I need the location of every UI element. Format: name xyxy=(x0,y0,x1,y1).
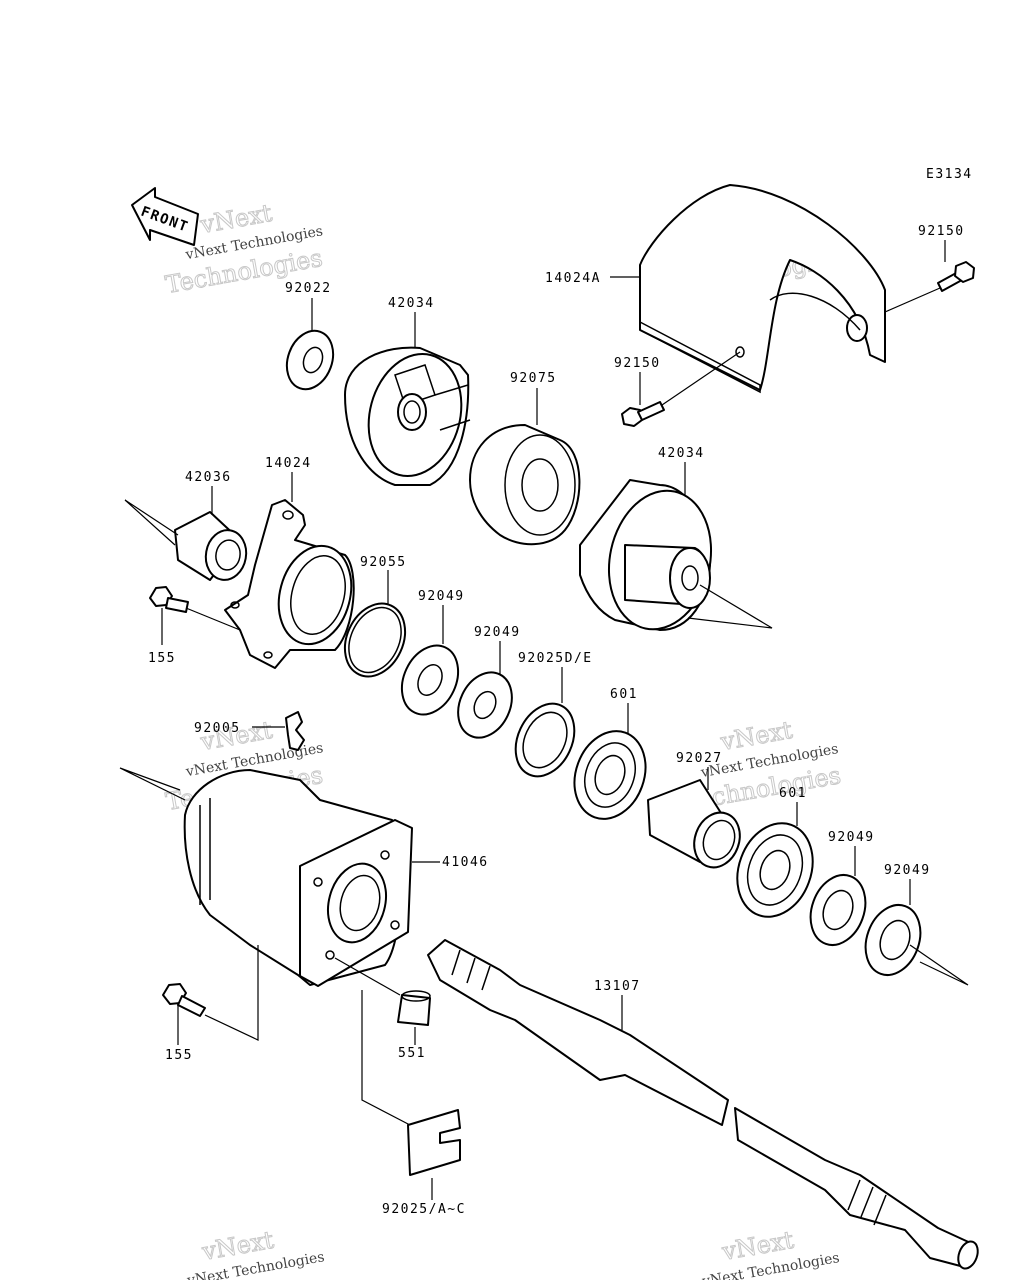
washer-d-part xyxy=(864,904,969,986)
label-dowel: 551 xyxy=(398,1046,426,1061)
bolt-top-right-part xyxy=(937,261,975,292)
label-washer-b: 92049 xyxy=(474,625,521,640)
label-oring: 92055 xyxy=(360,555,407,570)
watermark-bottom-left: vNext vNext Technologies xyxy=(185,1225,326,1280)
washer-a-part xyxy=(400,644,460,716)
dowel-part xyxy=(397,990,431,1026)
label-bolt-cover: 92150 xyxy=(614,356,661,371)
label-spacer: 92027 xyxy=(676,751,723,766)
label-seal: 92025D/E xyxy=(518,651,593,666)
shaft-part xyxy=(427,939,979,1270)
label-collar: 42036 xyxy=(185,470,232,485)
label-washer-top: 92022 xyxy=(285,281,332,296)
label-shim: 92025/A~C xyxy=(382,1202,466,1217)
label-fitting: 92005 xyxy=(194,721,241,736)
coupling-right-part xyxy=(579,479,773,631)
bearing-a-part xyxy=(573,730,647,820)
front-arrow-icon: FRONT xyxy=(131,187,199,246)
case-part xyxy=(119,767,413,987)
label-shaft: 13107 xyxy=(594,979,641,994)
housing-part xyxy=(224,499,355,669)
cover-part xyxy=(639,184,886,394)
washer-b-part xyxy=(457,671,513,739)
bolt-lower-part xyxy=(162,983,206,1017)
oring-part xyxy=(343,602,407,678)
label-washer-a: 92049 xyxy=(418,589,465,604)
spacer-part xyxy=(647,779,741,869)
seal-part xyxy=(514,702,576,778)
label-bearing-b: 601 xyxy=(779,786,807,801)
label-bolt-lower: 155 xyxy=(165,1048,193,1063)
label-case: 41046 xyxy=(442,855,489,870)
label-bolt-top-right: 92150 xyxy=(918,224,965,239)
shim-part xyxy=(407,1109,461,1176)
fitting-part xyxy=(285,711,305,751)
diagram-code: E3134 xyxy=(926,167,973,182)
bearing-b-part xyxy=(736,822,814,918)
label-washer-c: 92049 xyxy=(828,830,875,845)
damper-part xyxy=(469,424,581,546)
label-cover: 14024A xyxy=(545,271,601,286)
label-bearing-a: 601 xyxy=(610,687,638,702)
label-coupling-left: 42034 xyxy=(388,296,435,311)
washer-c-part xyxy=(809,874,867,946)
watermark-bottom-right: vNext vNext Technologies xyxy=(700,1225,841,1280)
label-housing: 14024 xyxy=(265,456,312,471)
label-coupling-right: 42034 xyxy=(658,446,705,461)
collar-part xyxy=(124,499,248,581)
label-washer-d: 92049 xyxy=(884,863,931,878)
bolt-cover-part xyxy=(621,401,665,427)
bolt-left-part xyxy=(149,586,189,613)
label-bolt-left: 155 xyxy=(148,651,176,666)
washer-top-part xyxy=(285,329,335,391)
label-damper: 92075 xyxy=(510,371,557,386)
coupling-left-part xyxy=(344,346,471,486)
